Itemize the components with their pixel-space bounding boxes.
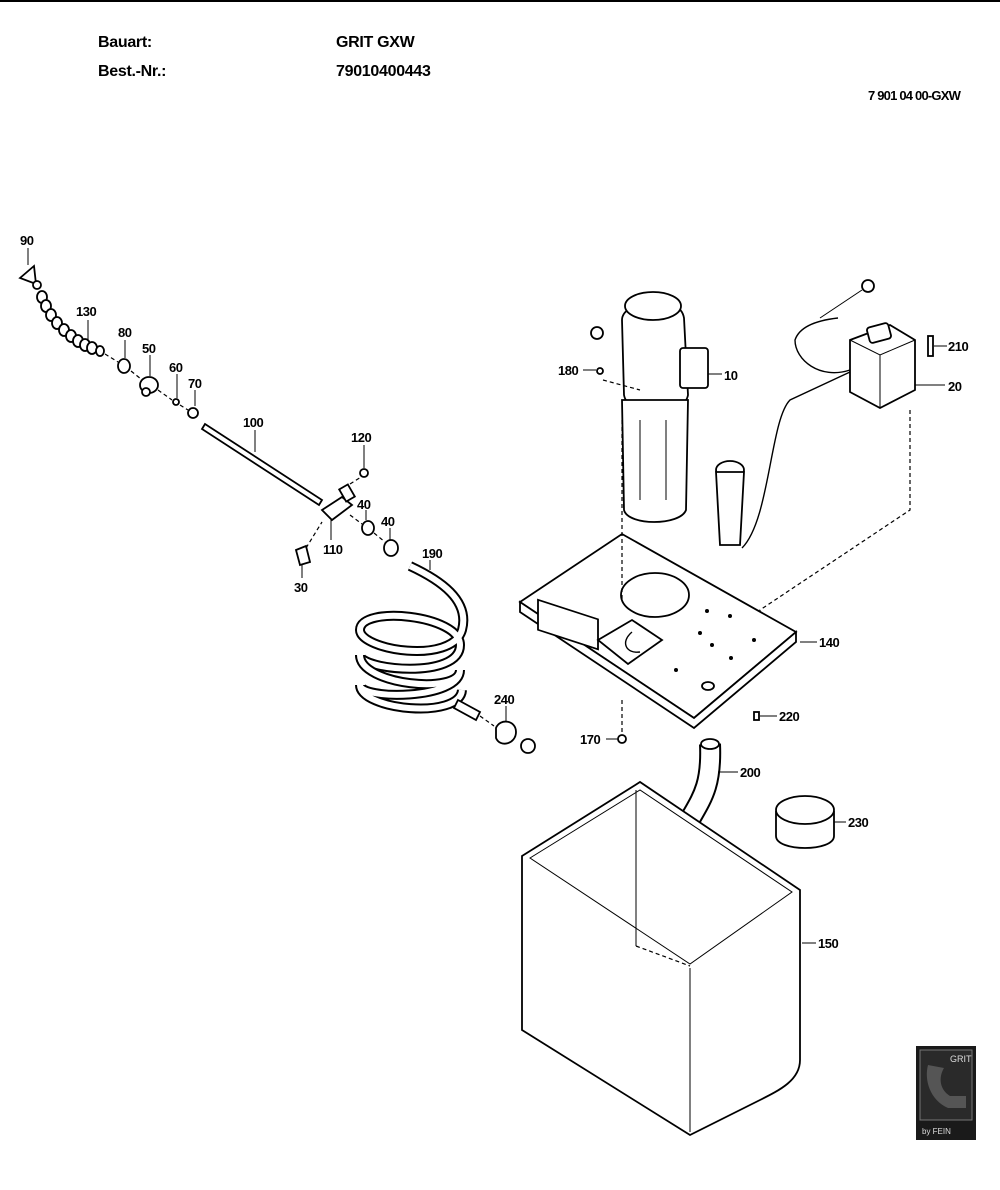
fitting-80 (117, 358, 131, 374)
nozzle-90-shape (18, 264, 38, 286)
valve-30 (294, 544, 312, 567)
fitting-40b (383, 539, 399, 557)
label-50: 50 (142, 341, 156, 356)
switch-box-20 (759, 279, 934, 640)
label-10: 10 (724, 368, 738, 383)
bauart-label: Bauart: (98, 34, 152, 51)
filter-230 (775, 795, 835, 849)
leader-lines (27, 248, 947, 944)
screw-210 (927, 335, 934, 357)
label-70: 70 (188, 376, 202, 391)
label-200: 200 (740, 765, 760, 780)
label-80: 80 (118, 325, 132, 340)
label-210: 210 (948, 339, 968, 354)
label-190: 190 (422, 546, 442, 561)
tank-150 (521, 780, 801, 1137)
bestnr-value: 79010400443 (336, 63, 431, 80)
screw-220 (753, 711, 760, 721)
screw-180 (596, 367, 604, 375)
grit-logo: GRIT by FEIN (916, 1046, 976, 1140)
bestnr-label: Best.-Nr.: (98, 63, 167, 80)
label-130: 130 (76, 304, 96, 319)
tube-100 (200, 422, 324, 507)
coil-hose-190 (354, 561, 482, 722)
label-180: 180 (558, 363, 578, 378)
bauart-value: GRIT GXW (336, 34, 415, 51)
label-220: 220 (779, 709, 799, 724)
label-150: 150 (818, 936, 838, 951)
screw-240 (520, 738, 536, 754)
cover-plate-140 (518, 420, 798, 744)
fitting-40a (361, 520, 375, 536)
plug-120 (359, 468, 369, 478)
label-240: 240 (494, 692, 514, 707)
part-labels: 90 130 80 50 60 70 100 120 40 40 110 30 … (20, 233, 969, 951)
top-border-line (0, 0, 1000, 2)
label-40b: 40 (381, 514, 395, 529)
label-140: 140 (819, 635, 839, 650)
label-170: 170 (580, 732, 600, 747)
nozzle-90-tip (32, 280, 42, 290)
label-40a: 40 (357, 497, 371, 512)
nozzle-hose-assembly (18, 264, 536, 754)
label-60: 60 (169, 360, 183, 375)
label-110: 110 (323, 542, 343, 557)
label-90: 90 (20, 233, 34, 248)
pump-motor-10 (590, 291, 851, 549)
label-20: 20 (948, 379, 962, 394)
drawing-id: 7 901 04 00-GXW (868, 88, 961, 103)
label-120: 120 (351, 430, 371, 445)
logo-byline: by FEIN (922, 1127, 951, 1136)
label-100: 100 (243, 415, 263, 430)
articulated-hose-130 (36, 290, 105, 357)
hose-clamp-240 (495, 720, 517, 745)
label-230: 230 (848, 815, 868, 830)
nut-70 (187, 407, 199, 419)
screw-170 (617, 734, 627, 744)
tee-fitting-110 (320, 495, 354, 522)
label-30: 30 (294, 580, 308, 595)
grommet-140 (701, 681, 715, 691)
logo-brand: GRIT (950, 1054, 972, 1064)
washer-60 (172, 398, 180, 406)
